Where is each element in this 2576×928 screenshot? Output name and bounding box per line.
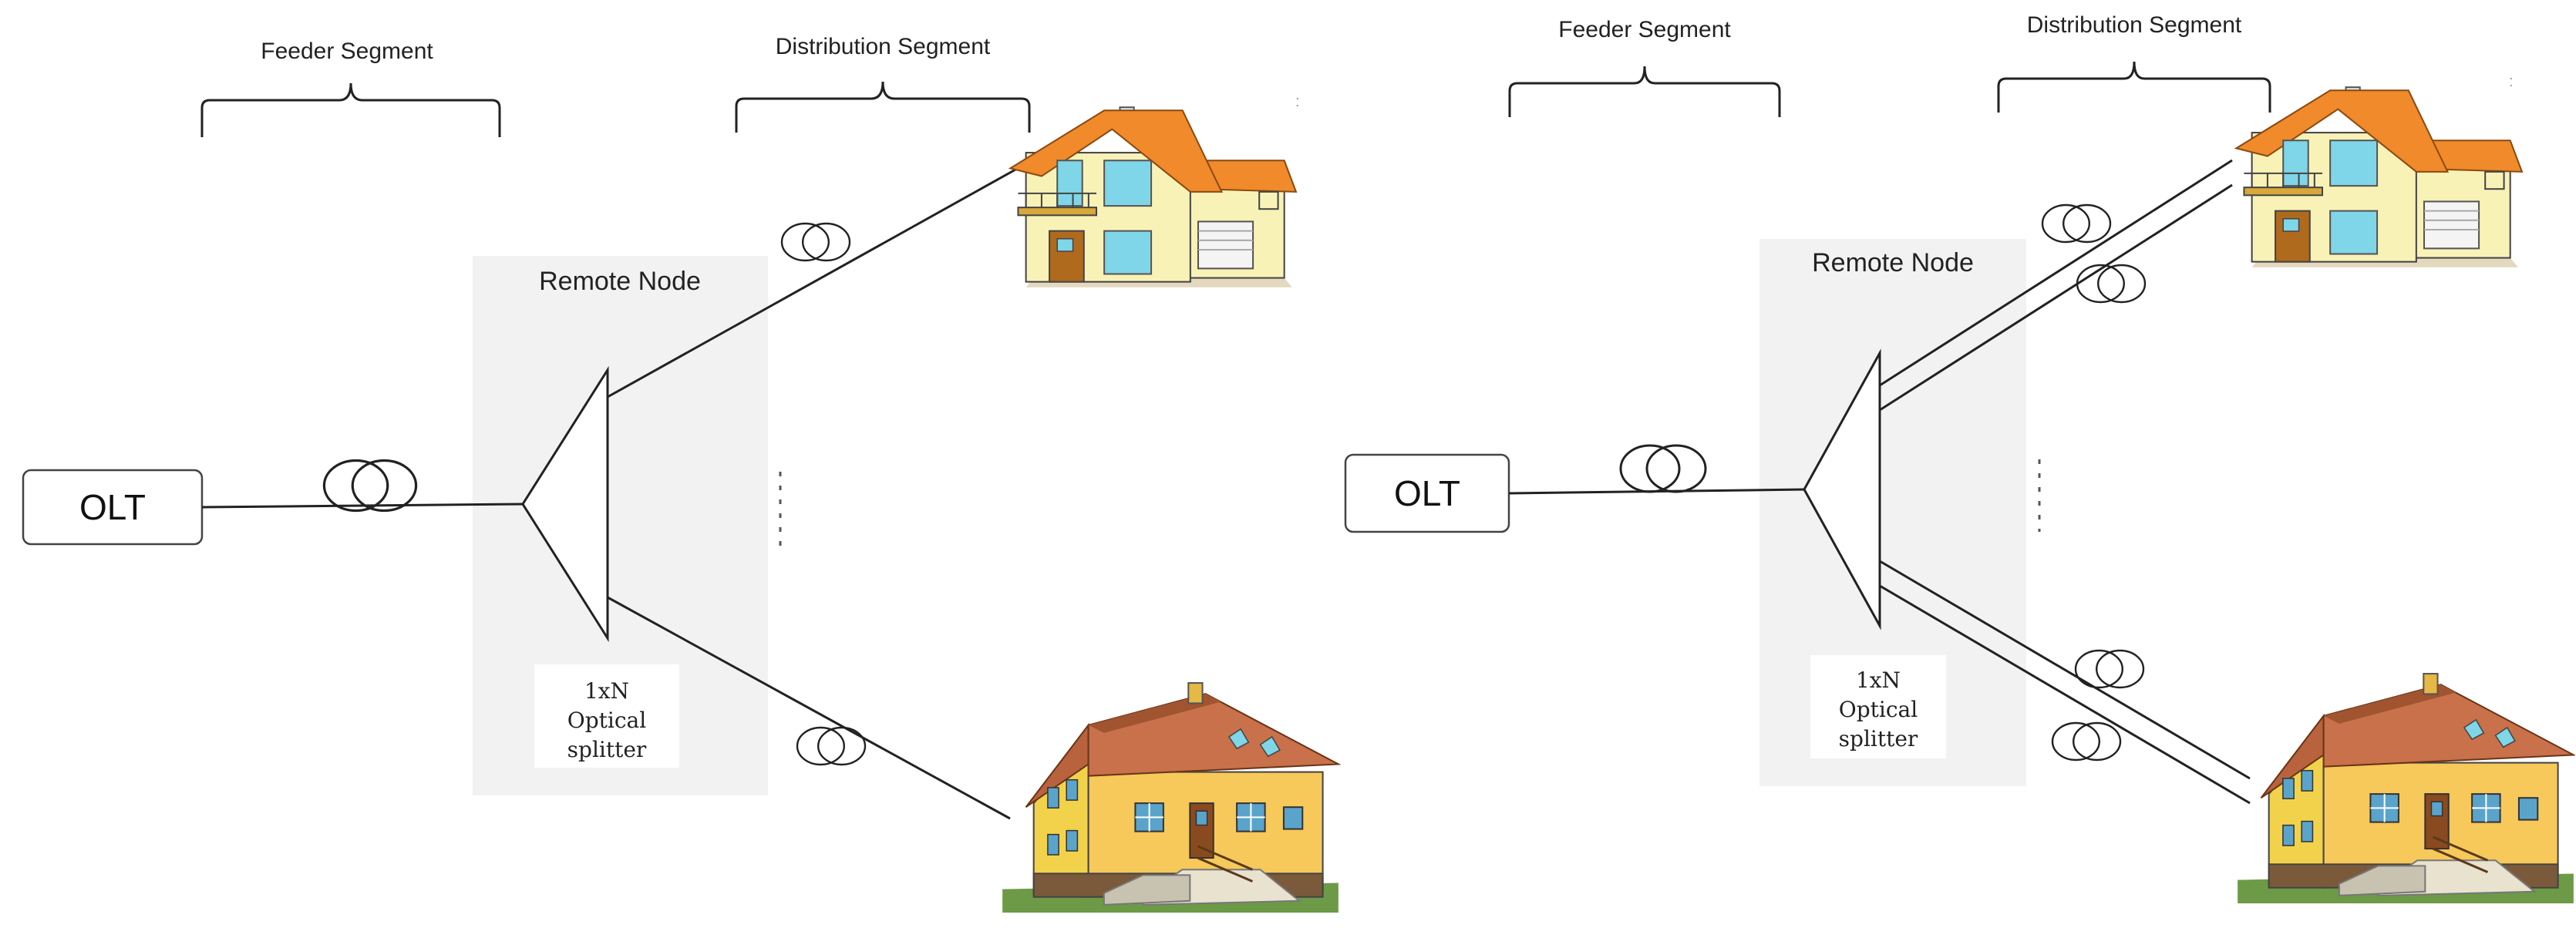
distribution-fiber-bottom-a: [1879, 560, 2251, 780]
splitter-triangle-icon: [521, 365, 609, 643]
distribution-fiber-top-b: [1879, 183, 2233, 412]
remote-node-label: Remote Node: [1812, 248, 1974, 277]
fiber-coil-icon: [322, 459, 418, 513]
splitter-label-box: [1810, 655, 1946, 758]
olt-label: OLT: [1394, 473, 1460, 513]
feeder-bracket: [200, 82, 501, 137]
fiber-coil-icon: [2041, 203, 2112, 244]
olt-label: OLT: [79, 487, 146, 527]
feeder-label: Feeder Segment: [261, 39, 433, 64]
distribution-fiber-bottom: [607, 596, 1011, 820]
splitter-label-line-2: Optical: [567, 708, 646, 733]
feeder-label: Feeder Segment: [1558, 17, 1731, 42]
diagram-left: Remote Node Feeder Segment Distribution …: [22, 34, 1340, 913]
house-traditional-icon: [2236, 672, 2575, 903]
splitter-label-box: [534, 664, 679, 768]
splitter-label-line-1: 1xN: [584, 678, 629, 704]
fiber-coil-icon: [2051, 721, 2122, 762]
stray-mark: :: [1295, 93, 1300, 110]
diagram-right: Remote Node Feeder Segment Distribution …: [1344, 12, 2575, 903]
distribution-bracket: [735, 81, 1031, 133]
distribution-fiber-top-a: [1879, 159, 2233, 387]
house-modern-icon: [2235, 86, 2523, 268]
distribution-bracket: [1997, 61, 2271, 113]
fiber-coil-icon: [780, 222, 851, 262]
fiber-coil-icon: [2076, 264, 2147, 304]
house-modern-icon: [1009, 106, 1297, 288]
feeder-bracket: [1508, 66, 1781, 117]
fiber-coil-icon: [1619, 444, 1707, 493]
distribution-fiber-top: [607, 160, 1030, 398]
splitter-label-line-2: Optical: [1839, 697, 1918, 722]
remote-node-label: Remote Node: [539, 267, 701, 296]
distribution-fiber-bottom-b: [1879, 584, 2251, 805]
stray-mark: :: [2509, 73, 2514, 90]
splitter-triangle-icon: [1803, 348, 1881, 630]
splitter-label-line-3: splitter: [567, 737, 647, 762]
distribution-label: Distribution Segment: [2027, 12, 2242, 38]
splitter-label-line-3: splitter: [1839, 726, 1918, 751]
splitter-label-line-1: 1xN: [1856, 667, 1901, 693]
distribution-label: Distribution Segment: [776, 34, 991, 59]
feeder-fiber: [201, 503, 524, 509]
house-traditional-icon: [1001, 681, 1340, 913]
